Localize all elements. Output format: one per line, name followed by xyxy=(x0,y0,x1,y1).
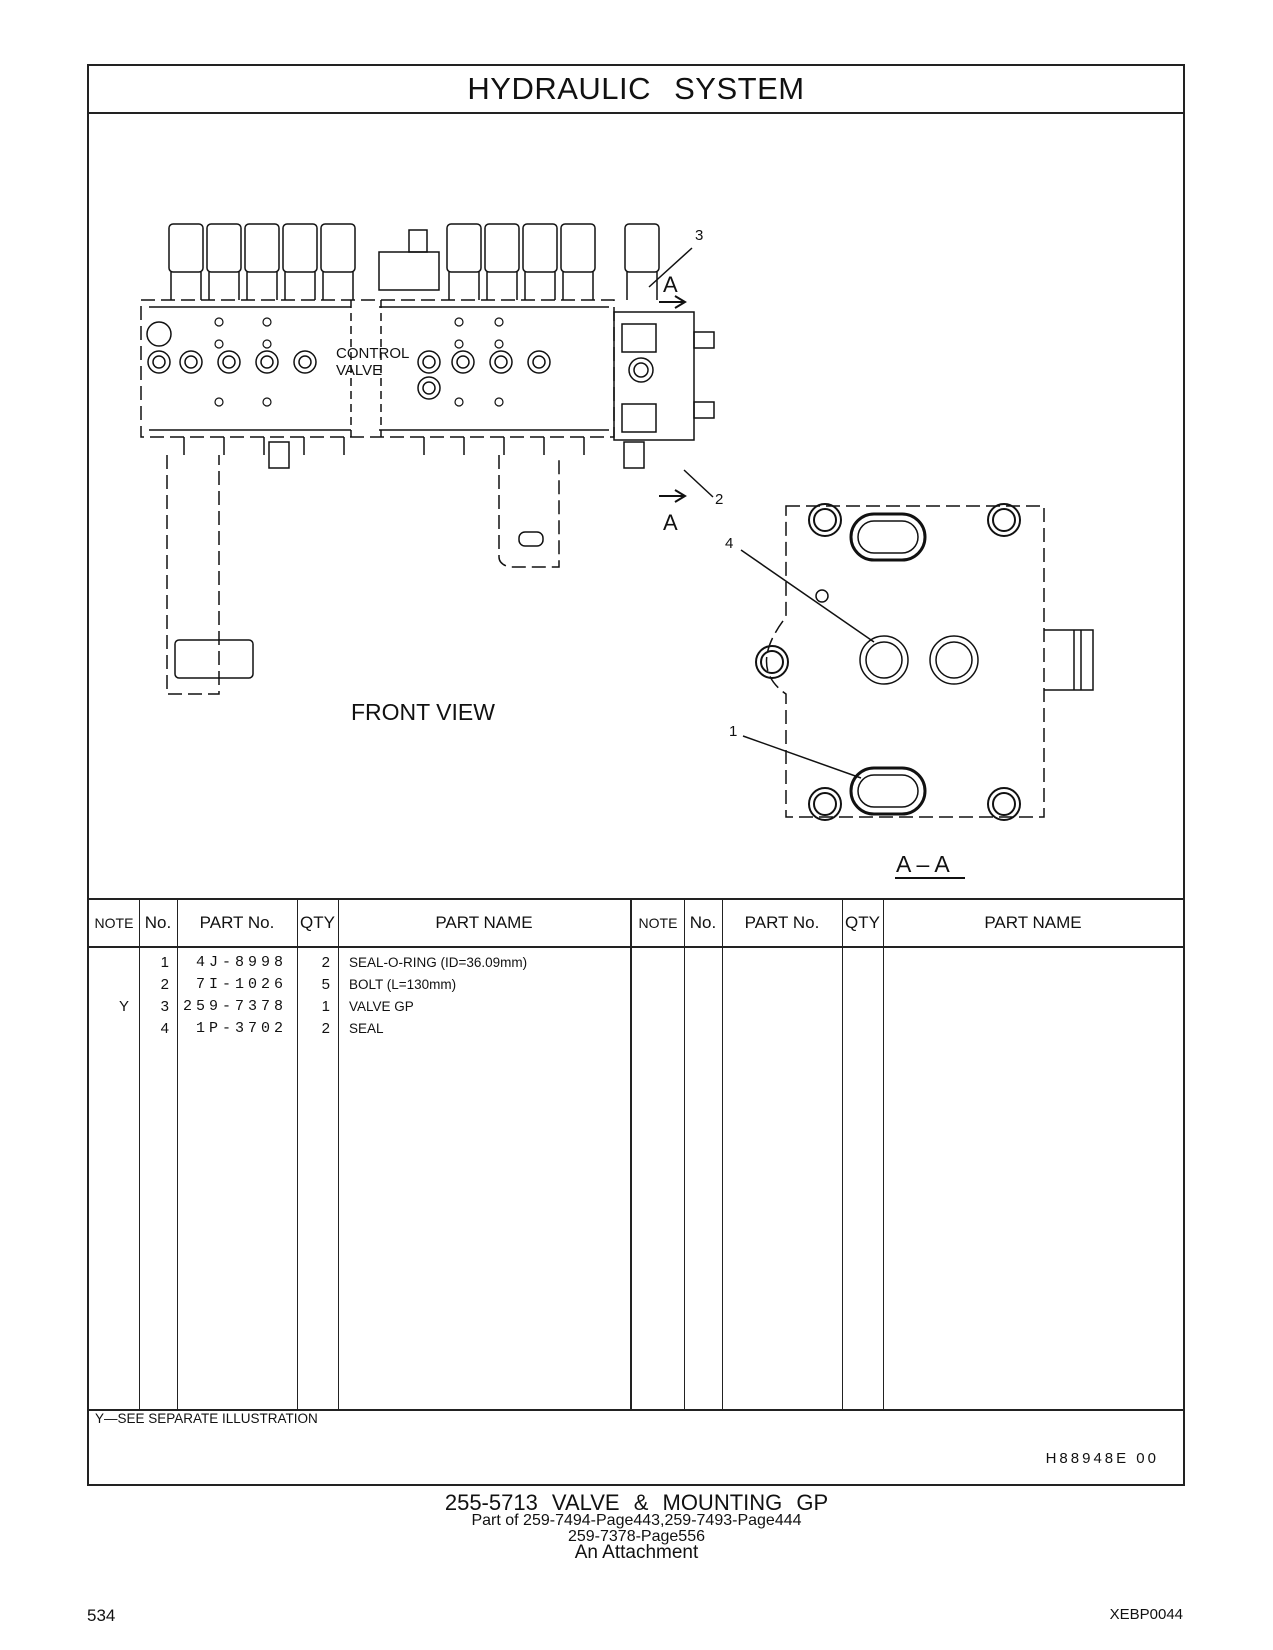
section-view xyxy=(740,503,1094,879)
row-part-no: 1P-3702 xyxy=(195,1020,287,1037)
row-note xyxy=(89,1018,129,1040)
table-row: 2 7I-1026 5 BOLT (L=130mm) xyxy=(89,974,630,996)
column-divider xyxy=(338,900,339,1409)
solenoid-row-right xyxy=(446,223,660,300)
column-divider xyxy=(722,900,723,1409)
row-no: 2 xyxy=(160,976,169,993)
section-marker-bottom: A xyxy=(663,510,678,535)
control-valve-label-2: VALVE xyxy=(336,362,382,379)
row-qty: 1 xyxy=(321,998,330,1015)
row-no: 4 xyxy=(160,1020,169,1037)
caption-attachment: An Attachment xyxy=(574,1542,699,1563)
header-part-name: PART NAME xyxy=(435,913,533,932)
solenoid-row-left xyxy=(168,223,356,300)
row-no: 3 xyxy=(160,998,169,1015)
column-divider xyxy=(177,900,178,1409)
column-divider xyxy=(297,900,298,1409)
callout-2: 2 xyxy=(715,491,723,508)
header-no-2: No. xyxy=(689,913,717,932)
section-marker-top: A xyxy=(663,272,678,297)
control-valve-label-1: CONTROL xyxy=(336,345,409,362)
table-row: 1 4J-8998 2 SEAL-O-RING (ID=36.09mm) xyxy=(89,952,630,974)
caption-part-of: Part of 259-7494-Page443,259-7493-Page44… xyxy=(471,1512,802,1529)
row-part-no: 4J-8998 xyxy=(195,954,287,971)
drawing-code: H88948E 00 xyxy=(1045,1450,1159,1467)
header-qty: QTY xyxy=(300,913,335,932)
column-divider xyxy=(139,900,140,1409)
page-number: 534 xyxy=(87,1606,116,1625)
callout-3: 3 xyxy=(695,227,703,244)
table-row: Y 3 259-7378 1 VALVE GP xyxy=(89,996,630,1018)
parts-illustration: CONTROL VALVE FRONT VIEW A A A – A 3 2 4… xyxy=(89,112,1183,898)
column-divider xyxy=(684,900,685,1409)
header-qty-2: QTY xyxy=(845,913,880,932)
callout-4: 4 xyxy=(725,535,733,552)
row-qty: 2 xyxy=(321,954,330,971)
page-title: HYDRAULIC SYSTEM xyxy=(89,66,1183,114)
callout-1: 1 xyxy=(729,723,737,740)
document-code: XEBP0044 xyxy=(1109,1606,1183,1623)
header-no: No. xyxy=(144,913,172,932)
row-qty: 2 xyxy=(321,1020,330,1037)
row-part-no: 259-7378 xyxy=(182,998,287,1015)
row-part-no: 7I-1026 xyxy=(195,976,287,993)
column-divider xyxy=(842,900,843,1409)
section-view-label: A – A xyxy=(896,851,950,877)
row-qty: 5 xyxy=(321,976,330,993)
row-part-name: SEAL-O-RING (ID=36.09mm) xyxy=(349,955,528,970)
row-note xyxy=(89,952,129,974)
header-note-2: NOTE xyxy=(638,915,678,931)
footnote: Y—SEE SEPARATE ILLUSTRATION xyxy=(95,1411,318,1426)
caption-title: 255-5713 VALVE & MOUNTING GP xyxy=(444,1490,829,1515)
header-part-no: PART No. xyxy=(199,913,275,932)
parts-table: NOTE No. PART No. QTY PART NAME NOTE No.… xyxy=(89,898,1183,1411)
header-part-no-2: PART No. xyxy=(744,913,820,932)
row-note xyxy=(89,974,129,996)
caption-page-ref: 259-7378-Page556 xyxy=(567,1528,705,1545)
header-note: NOTE xyxy=(94,915,134,931)
column-divider-center xyxy=(630,900,632,1409)
column-divider xyxy=(883,900,884,1409)
row-part-name: VALVE GP xyxy=(349,999,414,1014)
header-part-name-2: PART NAME xyxy=(984,913,1082,932)
row-note: Y xyxy=(118,998,129,1015)
table-header: NOTE No. PART No. QTY PART NAME NOTE No.… xyxy=(89,900,1183,948)
row-part-name: BOLT (L=130mm) xyxy=(349,977,457,992)
page-frame: HYDRAULIC SYSTEM xyxy=(87,64,1185,1486)
table-row: 4 1P-3702 2 SEAL xyxy=(89,1018,630,1040)
row-part-name: SEAL xyxy=(349,1021,384,1036)
row-no: 1 xyxy=(160,954,169,971)
front-view-label: FRONT VIEW xyxy=(351,699,495,725)
